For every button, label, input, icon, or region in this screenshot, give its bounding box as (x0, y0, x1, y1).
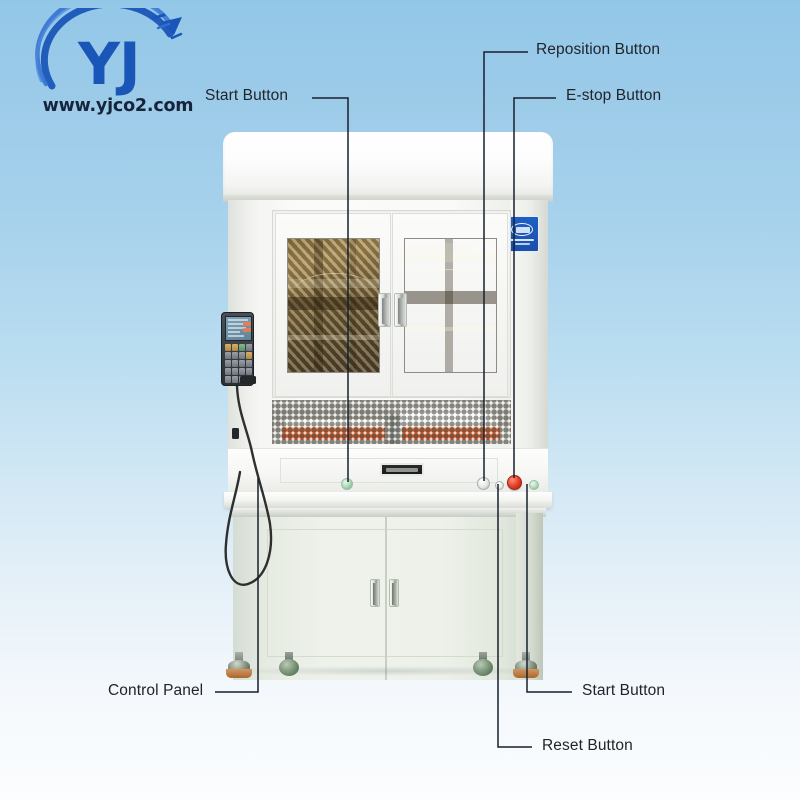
cowl-edge (223, 195, 553, 202)
machine-top-cowl (223, 132, 553, 200)
start-button-main[interactable] (341, 478, 353, 490)
callout-reset-button: Reset Button (542, 737, 633, 754)
callout-start-button-top: Start Button (205, 87, 289, 104)
caster-wheel-left (278, 652, 300, 676)
leveling-foot-left (226, 652, 252, 678)
glass-pane-left (287, 238, 380, 373)
machine-enclosure-body (228, 200, 548, 448)
lower-cabinet (233, 513, 543, 680)
handheld-dsp-controller[interactable] (221, 312, 254, 386)
glass-door-right[interactable] (392, 213, 508, 397)
protective-mesh-screen (272, 400, 511, 444)
svg-text:YJ: YJ (77, 30, 140, 98)
glass-pane-right (404, 238, 497, 373)
badge-logo-icon (511, 223, 533, 237)
callout-control-panel: Control Panel (108, 682, 204, 699)
cabinet-top-edge (230, 508, 546, 517)
leveling-foot-right (513, 652, 539, 678)
leader-control-panel (215, 478, 259, 693)
reset-button[interactable] (495, 481, 504, 490)
badge-text-line-1 (510, 238, 534, 242)
cabinet-door-seam (385, 517, 387, 680)
leader-reset-button (497, 484, 532, 748)
yj-logo-mark: YJ (35, 8, 183, 98)
laser-machine-photo (218, 132, 558, 680)
leader-start-button-top (312, 97, 349, 482)
leader-reposition-button (483, 51, 528, 481)
glass-door-left[interactable] (275, 213, 391, 397)
start-button-secondary[interactable] (529, 480, 539, 490)
badge-text-line-2 (514, 242, 530, 245)
door-handle-right[interactable] (394, 293, 407, 327)
company-logo: YJ www.yjco2.com (22, 8, 212, 120)
cabinet-handle-left[interactable] (370, 579, 380, 607)
callout-reposition-button: Reposition Button (536, 41, 661, 58)
controller-screen (225, 316, 252, 341)
controller-cable (224, 376, 273, 586)
work-area-window (272, 400, 511, 444)
callout-start-button-bottom: Start Button (582, 682, 666, 699)
cabinet-handle-right[interactable] (389, 579, 399, 607)
drawer-pull-handle[interactable] (380, 463, 424, 476)
panel-ledge (224, 492, 552, 508)
leader-estop-button (513, 97, 556, 478)
floor-shadow (226, 666, 551, 676)
caster-wheel-right (472, 652, 494, 676)
viewing-door-frame (272, 210, 511, 398)
callout-estop-button: E-stop Button (566, 87, 662, 104)
leader-start-button-bottom (526, 484, 572, 693)
door-handle-left[interactable] (378, 293, 391, 327)
website-url: www.yjco2.com (42, 96, 194, 116)
controller-keypad[interactable] (225, 344, 252, 383)
